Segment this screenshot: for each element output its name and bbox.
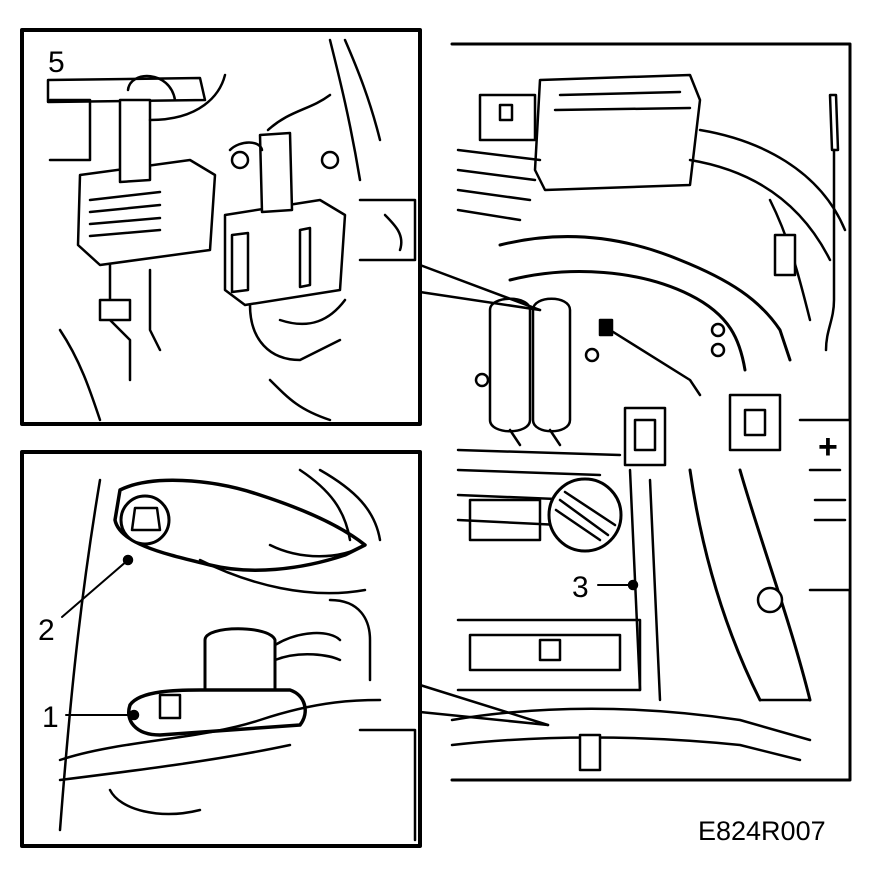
- sensor: [203, 627, 277, 692]
- relay-box: [533, 73, 702, 192]
- inset-sensor: [20, 450, 550, 848]
- callout-1: 1: [42, 701, 59, 734]
- engine-bay-view: [450, 42, 852, 782]
- intake-hose: [498, 235, 792, 362]
- connector-left: [76, 158, 217, 267]
- callout-5: 5: [48, 46, 65, 79]
- callout-3: 3: [572, 571, 589, 604]
- oil-filler-cap: [547, 477, 623, 553]
- battery-plus-symbol: +: [818, 428, 838, 466]
- connector-right: [223, 198, 347, 307]
- callout-2: 2: [38, 614, 55, 647]
- inset-connectors: [20, 28, 542, 426]
- battery: [798, 418, 852, 592]
- coil-pack: [488, 297, 532, 433]
- figure-code: E824R007: [698, 816, 826, 846]
- dipstick: [828, 93, 840, 152]
- bracket-bolt: [119, 494, 171, 546]
